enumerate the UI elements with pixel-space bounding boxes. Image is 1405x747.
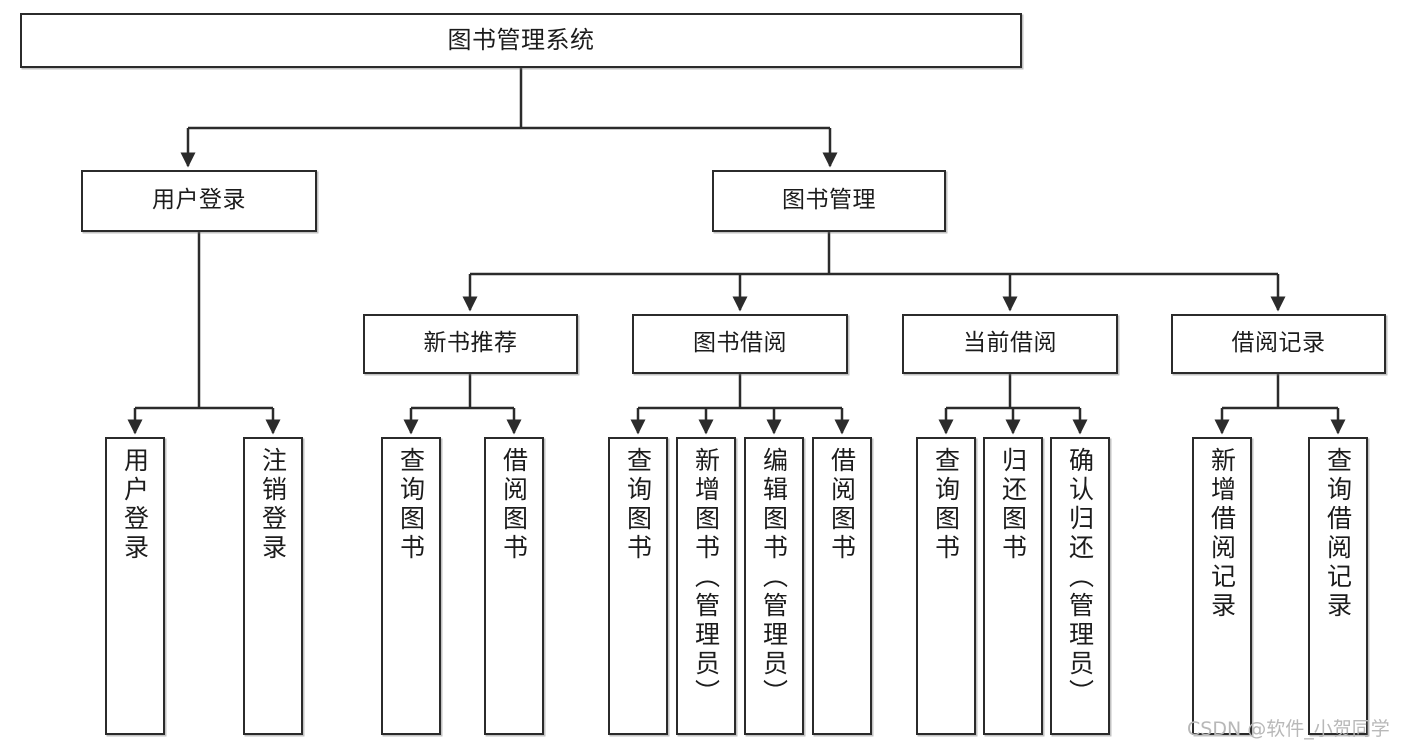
node-borrow-record-label: 借阅记录 (1231, 330, 1326, 357)
node-leaf-query-book-1[interactable]: 查询图书 (381, 437, 441, 735)
node-leaf-query-book-2-label: 查询图书 (623, 447, 653, 563)
node-book-manage[interactable]: 图书管理 (712, 170, 946, 232)
node-leaf-query-record[interactable]: 查询借阅记录 (1308, 437, 1368, 735)
node-leaf-query-book-2[interactable]: 查询图书 (608, 437, 668, 735)
node-leaf-edit-book[interactable]: 编辑图书（管理员） (744, 437, 804, 735)
node-new-book-rec[interactable]: 新书推荐 (363, 314, 578, 374)
node-leaf-return-book-label: 归还图书 (998, 447, 1028, 563)
node-leaf-add-record-label: 新增借阅记录 (1207, 447, 1237, 621)
node-new-book-rec-label: 新书推荐 (423, 330, 518, 357)
node-current-borrow[interactable]: 当前借阅 (902, 314, 1118, 374)
node-leaf-edit-book-label: 编辑图书（管理员） (759, 447, 789, 708)
node-leaf-add-record[interactable]: 新增借阅记录 (1192, 437, 1252, 735)
node-user-login-label: 用户登录 (152, 187, 246, 214)
node-root[interactable]: 图书管理系统 (20, 13, 1022, 68)
node-leaf-borrow-book-1-label: 借阅图书 (499, 447, 529, 563)
node-leaf-add-book-label: 新增图书（管理员） (691, 447, 721, 708)
node-leaf-confirm-return[interactable]: 确认归还（管理员） (1050, 437, 1110, 735)
node-leaf-logout-login-label: 注销登录 (258, 447, 288, 563)
node-book-manage-label: 图书管理 (782, 187, 876, 214)
node-leaf-confirm-return-label: 确认归还（管理员） (1065, 447, 1095, 708)
node-leaf-query-book-3[interactable]: 查询图书 (916, 437, 976, 735)
node-current-borrow-label: 当前借阅 (963, 330, 1057, 357)
node-leaf-query-book-1-label: 查询图书 (396, 447, 426, 563)
node-book-borrow[interactable]: 图书借阅 (632, 314, 848, 374)
node-book-borrow-label: 图书借阅 (693, 330, 787, 357)
node-root-label: 图书管理系统 (447, 26, 595, 55)
node-leaf-borrow-book-2[interactable]: 借阅图书 (812, 437, 872, 735)
node-leaf-user-login[interactable]: 用户登录 (105, 437, 165, 735)
node-leaf-query-book-3-label: 查询图书 (931, 447, 961, 563)
node-leaf-add-book[interactable]: 新增图书（管理员） (676, 437, 736, 735)
csdn-watermark: CSDN @软件_小贺同学 (1187, 718, 1390, 740)
node-leaf-query-record-label: 查询借阅记录 (1323, 447, 1353, 621)
node-leaf-logout-login[interactable]: 注销登录 (243, 437, 303, 735)
node-user-login[interactable]: 用户登录 (81, 170, 317, 232)
node-borrow-record[interactable]: 借阅记录 (1171, 314, 1386, 374)
node-leaf-borrow-book-1[interactable]: 借阅图书 (484, 437, 544, 735)
node-leaf-user-login-label: 用户登录 (120, 447, 150, 563)
node-leaf-borrow-book-2-label: 借阅图书 (827, 447, 857, 563)
node-leaf-return-book[interactable]: 归还图书 (983, 437, 1043, 735)
